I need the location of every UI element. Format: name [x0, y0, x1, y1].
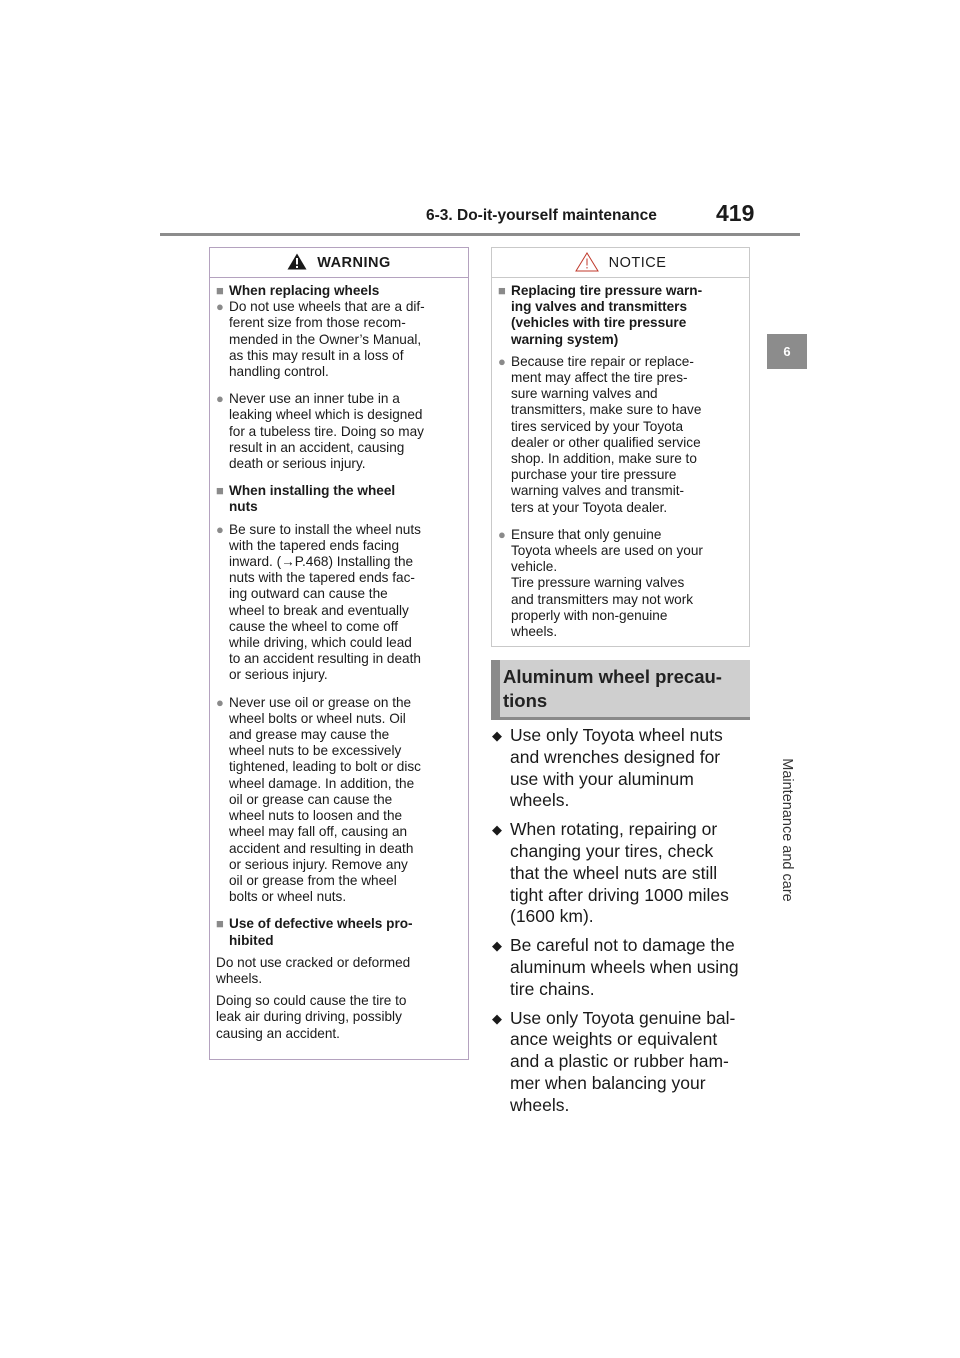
notice-bullet: ● Because tire repair or replace- ment m… — [498, 354, 743, 516]
list-item: ◆ Use only Toyota wheel nuts and wrenche… — [492, 725, 757, 812]
notice-header: NOTICE — [492, 248, 749, 278]
notice-triangle-icon — [574, 251, 599, 271]
header-section-title: 6-3. Do-it-yourself maintenance — [426, 207, 657, 224]
warning-heading-text: Use of defective wheels pro- hibited — [229, 916, 413, 948]
section-heading-bar — [491, 660, 500, 717]
warning-bullet-text: Be sure to install the wheel nuts with t… — [229, 521, 421, 683]
list-item: ◆ Use only Toyota genuine bal- ance weig… — [492, 1008, 757, 1117]
chapter-tab-number[interactable]: 6 — [767, 334, 807, 369]
warning-heading: ■ When installing the wheel nuts — [216, 483, 462, 515]
warning-paragraph: Do not use cracked or deformed wheels. — [216, 954, 411, 986]
warning-bullet: ● Do not use wheels that are a dif- fere… — [216, 299, 462, 380]
warning-bullet-text: Never use oil or grease on the wheel bol… — [229, 694, 421, 905]
notice-heading-text: Replacing tire pressure warn- ing valves… — [511, 283, 703, 347]
diamond-bullet-icon: ◆ — [492, 822, 502, 838]
notice-bullet: ● Ensure that only genuine Toyota wheels… — [498, 527, 743, 640]
notice-box: NOTICE ■ Replacing tire pressure warn- i… — [491, 247, 750, 647]
notice-title: NOTICE — [608, 254, 667, 271]
warning-paragraph: Doing so could cause the tire to leak ai… — [216, 993, 407, 1041]
circle-bullet-icon: ● — [216, 299, 224, 315]
list-item-text: When rotating, repairing or changing you… — [510, 819, 729, 927]
section-heading-banner: Aluminum wheel precau- tions — [491, 660, 750, 720]
warning-heading: ■ When replacing wheels — [216, 283, 462, 299]
list-item: ◆ When rotating, repairing or changing y… — [492, 819, 757, 928]
diamond-bullet-icon: ◆ — [492, 728, 502, 743]
circle-bullet-icon: ● — [498, 353, 506, 369]
circle-bullet-icon: ● — [498, 526, 506, 542]
warning-heading: ■ Use of defective wheels pro- hibited — [216, 916, 462, 948]
circle-bullet-icon: ● — [216, 694, 224, 710]
warning-bullet-text: Do not use wheels that are a dif- ferent… — [229, 299, 425, 380]
circle-bullet-icon: ● — [216, 391, 224, 407]
square-bullet-icon: ■ — [216, 916, 224, 932]
warning-bullet-text: Never use an inner tube in a leaking whe… — [229, 391, 424, 472]
list-item-text: Use only Toyota genuine bal- ance weight… — [510, 1007, 736, 1115]
warning-bullet: ● Be sure to install the wheel nuts with… — [216, 522, 462, 684]
square-bullet-icon: ■ — [216, 483, 224, 499]
warning-heading-text: When installing the wheel nuts — [229, 483, 396, 515]
warning-header: WARNING — [210, 248, 468, 278]
square-bullet-icon: ■ — [498, 283, 506, 298]
chapter-tab-label: Maintenance and care — [779, 758, 795, 902]
page-number: 419 — [716, 200, 755, 226]
circle-bullet-icon: ● — [216, 521, 224, 537]
warning-title: WARNING — [317, 254, 391, 271]
diamond-bullet-icon: ◆ — [492, 938, 502, 954]
warning-triangle-icon — [287, 253, 307, 270]
notice-bullet-text: Ensure that only genuine Toyota wheels a… — [511, 526, 703, 640]
warning-bullet: ● Never use oil or grease on the wheel b… — [216, 695, 462, 906]
square-bullet-icon: ■ — [216, 283, 224, 298]
section-heading-text: Aluminum wheel precau- tions — [503, 666, 722, 711]
header-rule — [160, 233, 800, 236]
warning-box: WARNING ■ When replacing wheels ● Do not… — [209, 247, 469, 1060]
warning-bullet: ● Never use an inner tube in a leaking w… — [216, 391, 462, 472]
notice-heading: ■ Replacing tire pressure warn- ing valv… — [498, 283, 743, 348]
list-item-text: Use only Toyota wheel nuts and wrenches … — [510, 725, 723, 811]
warning-heading-text: When replacing wheels — [229, 283, 380, 298]
list-item: ◆ Be careful not to damage the aluminum … — [492, 935, 757, 1000]
chapter-tab-divider — [767, 369, 807, 370]
list-item-text: Be careful not to damage the aluminum wh… — [510, 935, 739, 999]
notice-bullet-text: Because tire repair or replace- ment may… — [511, 353, 702, 515]
diamond-bullet-icon: ◆ — [492, 1010, 502, 1026]
aluminum-wheel-list: ◆ Use only Toyota wheel nuts and wrenche… — [492, 725, 757, 1124]
